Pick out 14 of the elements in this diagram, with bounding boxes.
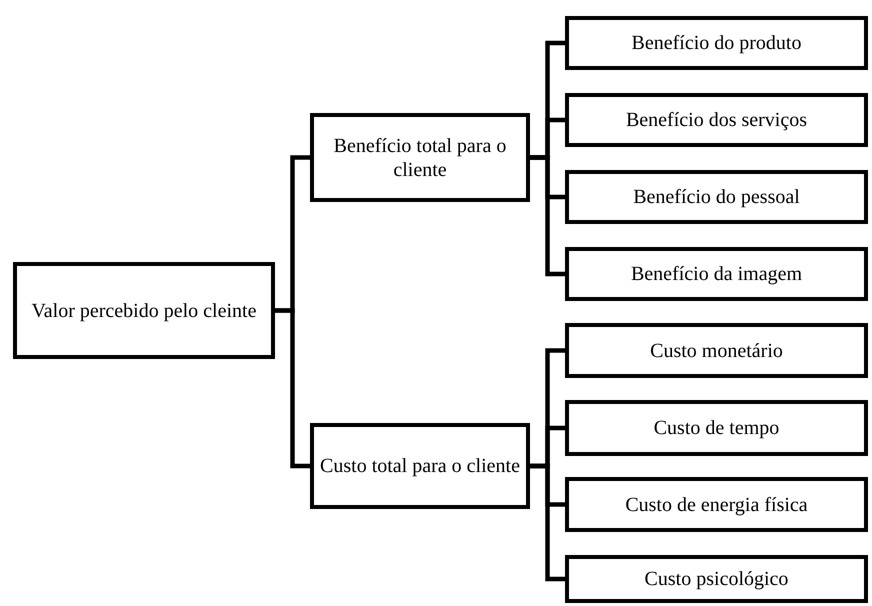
text-box: Custo total para o cliente — [310, 423, 530, 509]
text-box: Custo de energia física — [565, 477, 868, 532]
text-box: Benefício do pessoal — [565, 170, 868, 224]
text-box: Benefício total para o cliente — [310, 113, 530, 202]
connector-line — [530, 464, 565, 582]
text-box: Valor percebido pelo cleinte — [13, 262, 275, 359]
text-box: Custo psicológico — [565, 555, 868, 603]
connector-line — [530, 155, 565, 276]
text-box: Benefício da imagem — [565, 247, 868, 301]
connector-line — [275, 308, 310, 468]
text-box: Benefício dos serviços — [565, 93, 868, 147]
text-box: Custo monetário — [565, 323, 868, 378]
text-box: Custo de tempo — [565, 400, 868, 456]
text-box: Benefício do produto — [565, 16, 868, 70]
